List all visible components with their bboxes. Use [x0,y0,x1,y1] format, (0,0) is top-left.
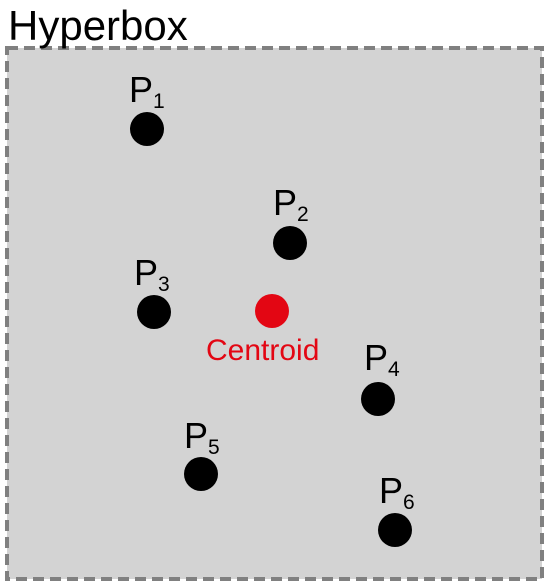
point-p5-subscript: 5 [208,436,220,459]
centroid-label: Centroid [206,334,319,367]
point-p3-letter: P [134,252,158,293]
point-p5 [184,457,218,491]
point-p2-letter: P [273,182,297,223]
point-p3-label: P3 [134,252,170,296]
point-p4-label: P4 [364,337,400,381]
point-p6 [378,513,412,547]
point-p2-subscript: 2 [297,203,309,226]
point-p5-letter: P [184,415,208,456]
point-p6-label: P6 [379,470,415,514]
point-p2 [273,226,307,260]
point-p3 [137,295,171,329]
point-p1 [130,112,164,146]
point-p1-letter: P [129,69,153,110]
point-p4-letter: P [364,337,388,378]
point-p1-label: P1 [129,69,165,113]
centroid-point [255,294,289,328]
point-p4-subscript: 4 [388,358,400,381]
point-p5-label: P5 [184,415,220,459]
point-p4 [361,382,395,416]
point-p6-subscript: 6 [403,491,415,514]
point-p1-subscript: 1 [153,90,165,113]
point-p6-letter: P [379,470,403,511]
point-p2-label: P2 [273,182,309,226]
point-p3-subscript: 3 [158,273,170,296]
hyperbox-title: Hyperbox [8,2,188,49]
